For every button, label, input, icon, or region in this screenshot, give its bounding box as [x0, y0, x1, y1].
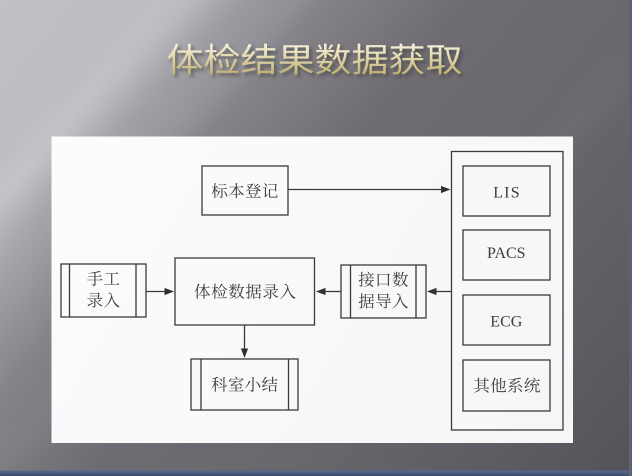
svg-text:PACS: PACS — [487, 245, 526, 262]
svg-text:ECG: ECG — [490, 314, 522, 331]
svg-text:LIS: LIS — [493, 184, 521, 201]
